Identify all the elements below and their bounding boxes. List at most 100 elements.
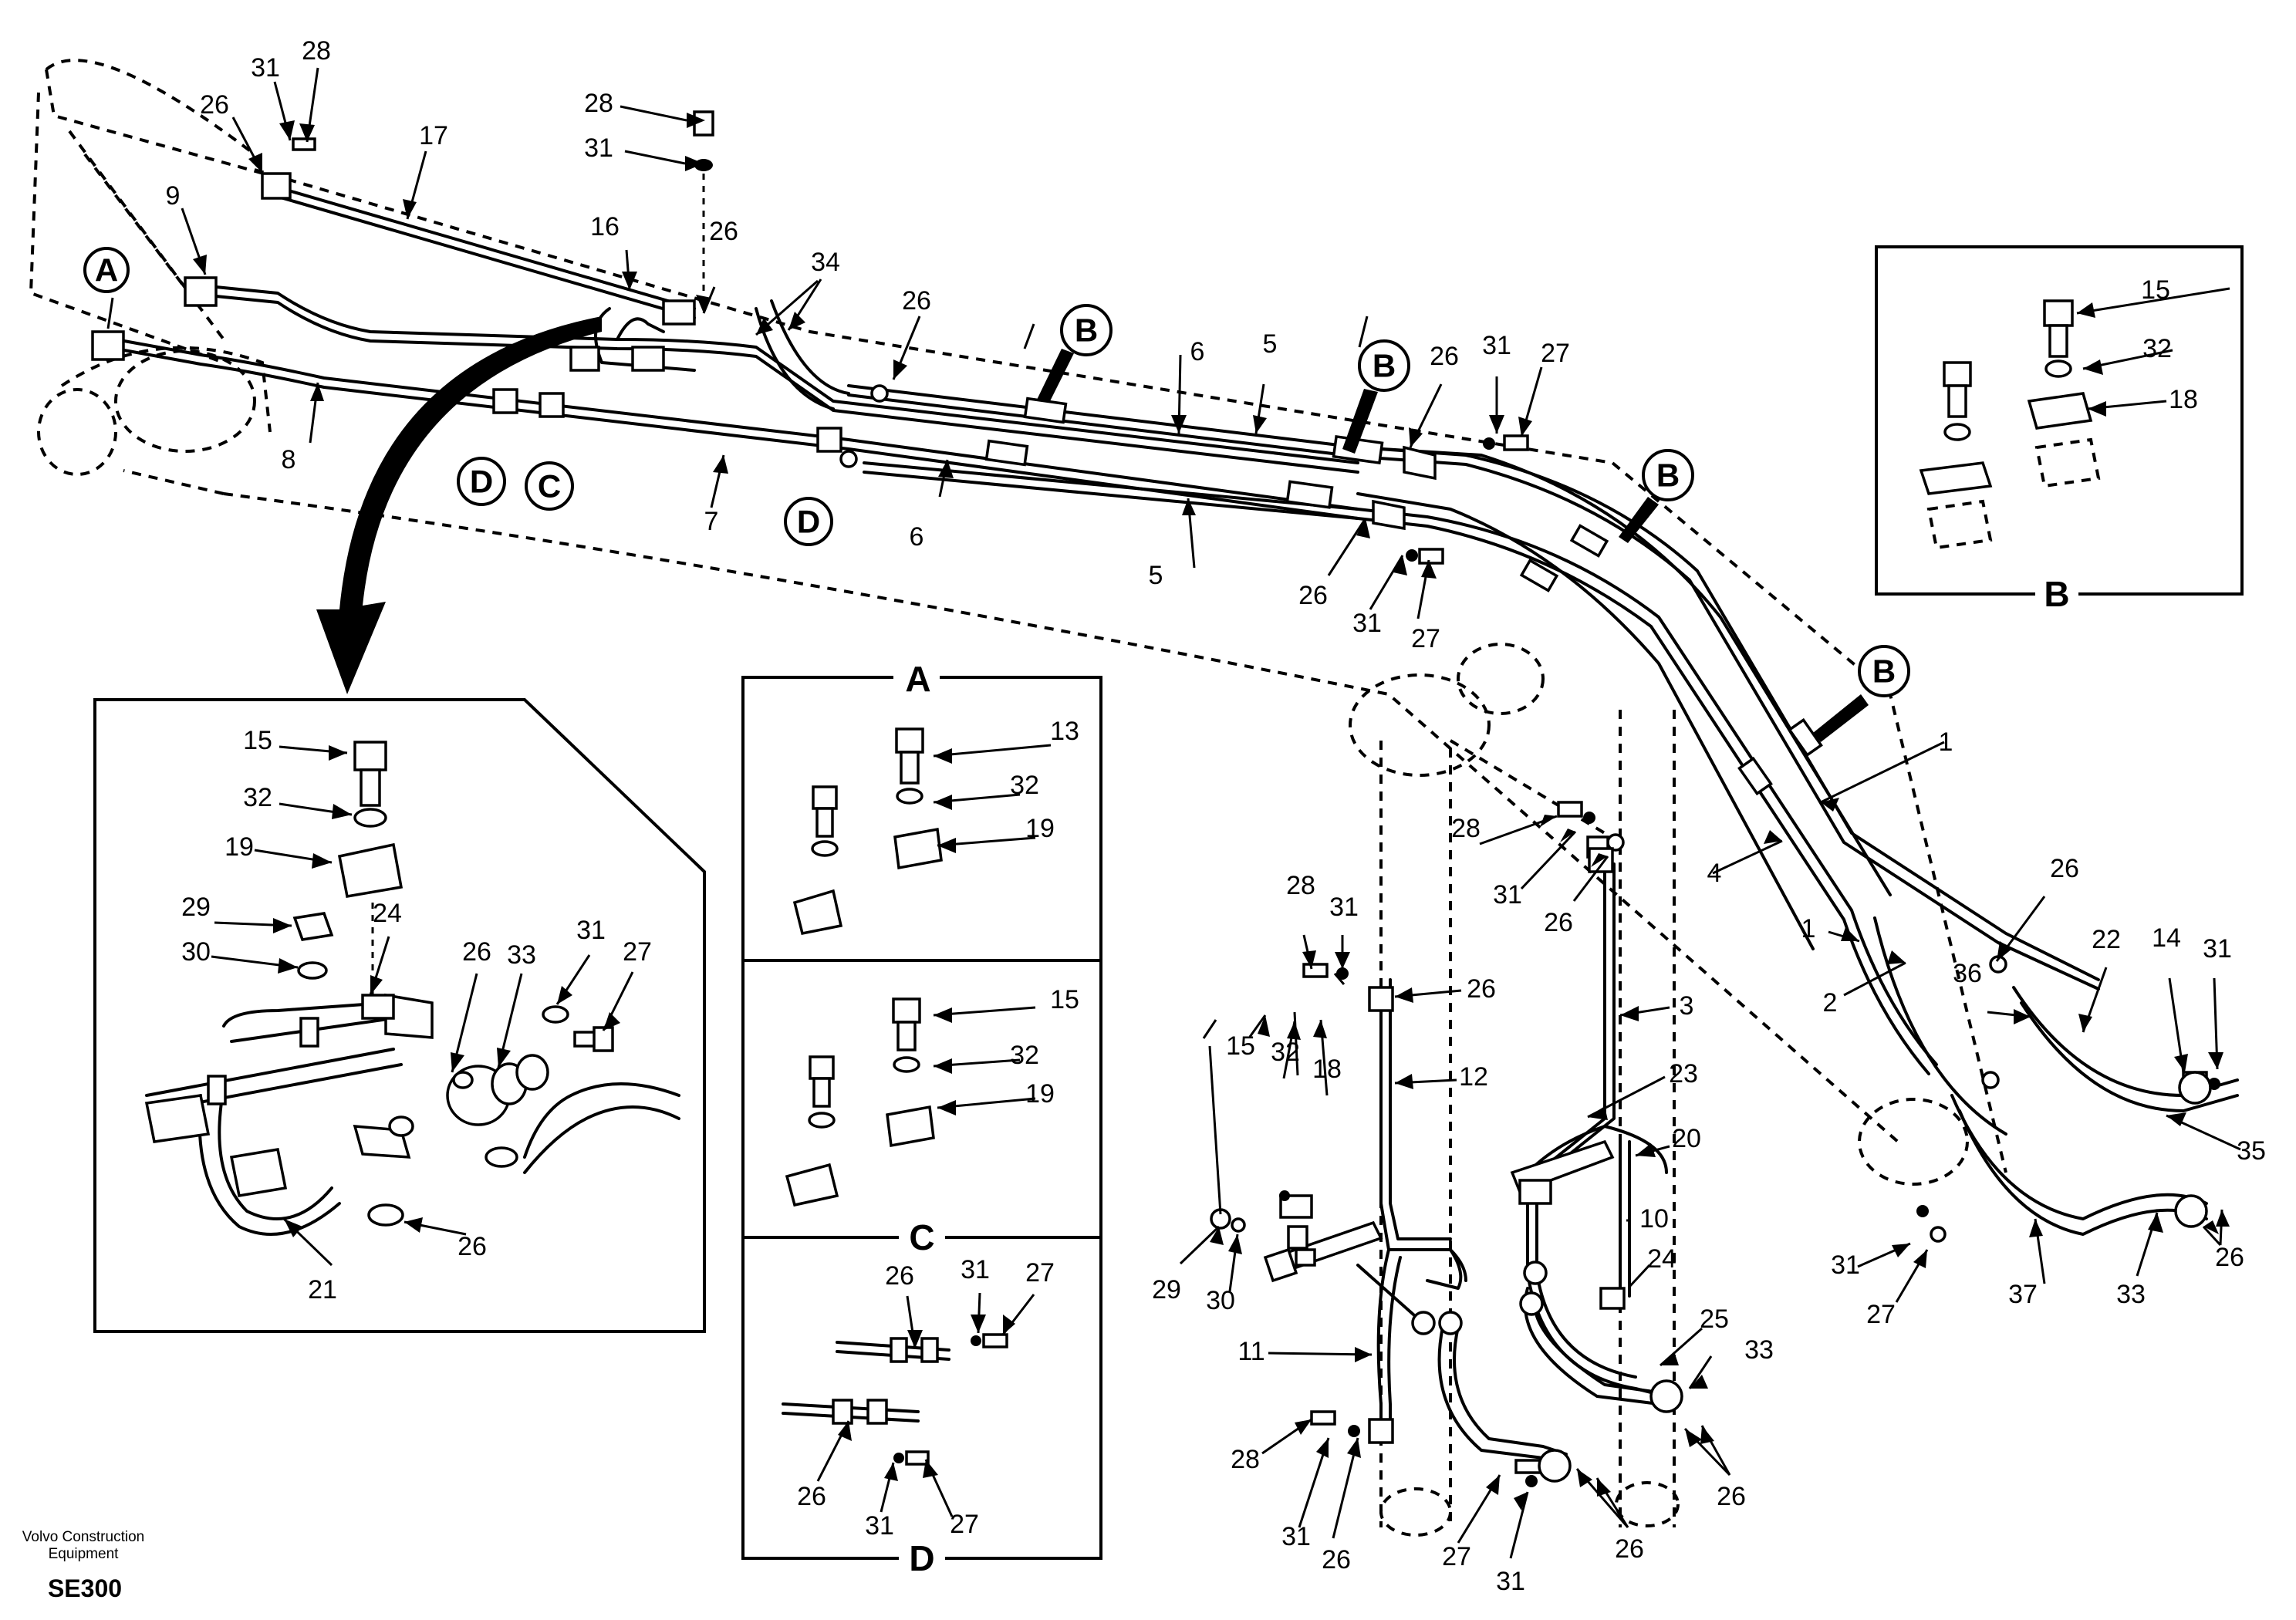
position-tags: A B B B B D C D: [83, 247, 1910, 697]
company-name-line1: Volvo Construction: [22, 1529, 144, 1545]
part-number: 16: [590, 212, 620, 241]
part-number: 26: [1430, 342, 1459, 371]
part-number: 14: [2152, 923, 2181, 953]
part-number: 31: [1493, 880, 1522, 910]
part-number: 33: [2116, 1280, 2146, 1309]
part-number: 31: [576, 916, 606, 945]
part-number: 27: [1411, 624, 1440, 653]
part-number: 37: [2008, 1280, 2038, 1309]
part-number: 31: [961, 1255, 990, 1284]
part-number: 26: [2050, 854, 2079, 883]
part-number: 9: [166, 181, 181, 211]
part-number: 31: [865, 1511, 894, 1541]
part-number: 15: [1226, 1031, 1255, 1061]
part-number: 33: [507, 940, 536, 970]
part-number-labels: 28 31 26 17 9 28 31 16 26 34 26 8 7 6 5 …: [166, 36, 2266, 1596]
tag-b-1: B: [1060, 304, 1113, 356]
part-number: 22: [2092, 925, 2121, 954]
part-number: 31: [1831, 1250, 1860, 1280]
part-number: 26: [1717, 1482, 1746, 1511]
leader-arrowheads: [193, 113, 2230, 1510]
part-number: 35: [2237, 1136, 2266, 1166]
tag-b-4: B: [1858, 645, 1910, 697]
part-number: 29: [1152, 1275, 1181, 1304]
part-number: 21: [308, 1275, 337, 1304]
footer: Volvo Construction Equipment SE300: [22, 1529, 144, 1602]
part-number: 32: [2142, 334, 2172, 363]
main-pipes: [114, 184, 2239, 1236]
part-number: 32: [1271, 1038, 1300, 1067]
part-number: 27: [1866, 1300, 1896, 1329]
part-number: 24: [373, 899, 402, 928]
part-number: 24: [1647, 1244, 1676, 1274]
part-number: 31: [1482, 331, 1511, 360]
part-number: 15: [1050, 985, 1079, 1014]
part-number: 27: [1025, 1258, 1055, 1288]
part-number: 31: [584, 133, 613, 163]
part-number: 31: [1281, 1522, 1311, 1551]
part-number: 18: [1312, 1055, 1342, 1084]
part-number: 19: [1025, 1079, 1055, 1109]
part-number: 26: [1544, 908, 1573, 937]
leader-lines: [106, 67, 2241, 1559]
section-label-b: B: [2044, 574, 2069, 614]
part-number: 26: [200, 90, 229, 120]
part-number: 26: [797, 1482, 826, 1511]
part-number: 1: [1939, 727, 1953, 757]
part-number: 3: [1680, 991, 1694, 1021]
part-number: 11: [1237, 1337, 1264, 1366]
part-number: 32: [1010, 771, 1039, 800]
part-number: 26: [709, 217, 738, 246]
svg-text:B: B: [1656, 457, 1680, 494]
part-number: 26: [885, 1261, 914, 1291]
section-label-d: D: [909, 1538, 934, 1578]
part-number: 15: [2141, 275, 2170, 305]
part-number: 25: [1700, 1304, 1729, 1334]
part-number: 26: [462, 937, 491, 967]
part-number: 5: [1149, 561, 1163, 590]
tag-d-2: D: [784, 497, 833, 546]
part-number: 27: [623, 937, 652, 967]
part-number: 27: [1442, 1542, 1471, 1571]
part-number: 7: [704, 507, 719, 536]
part-number: 32: [1010, 1041, 1039, 1070]
part-number: 31: [1352, 609, 1382, 638]
part-number: 34: [811, 248, 840, 277]
part-number: 31: [1496, 1567, 1525, 1596]
part-number: 26: [1322, 1545, 1351, 1574]
part-number: 26: [1298, 581, 1328, 610]
svg-text:A: A: [95, 252, 118, 289]
svg-text:B: B: [1373, 348, 1396, 384]
tag-c-1: C: [525, 461, 574, 511]
tag-a-main: A: [83, 247, 130, 293]
cylinder-pipes: [1210, 847, 2212, 1487]
part-number: 28: [302, 36, 331, 66]
part-number: 13: [1050, 717, 1079, 746]
part-number: 28: [1286, 871, 1315, 900]
part-number: 8: [282, 445, 296, 474]
part-number: 15: [243, 726, 272, 755]
part-number: 19: [225, 832, 254, 862]
part-number: 2: [1823, 988, 1838, 1018]
part-number: 30: [181, 937, 211, 967]
svg-text:B: B: [1075, 312, 1098, 349]
part-number: 31: [1329, 893, 1359, 922]
part-number: 26: [902, 286, 931, 316]
section-b-box: [1875, 245, 2244, 609]
part-number: 4: [1707, 859, 1722, 888]
part-number: 32: [243, 783, 272, 812]
section-label-a: A: [905, 659, 930, 699]
part-number: 29: [181, 893, 211, 922]
part-number: 17: [419, 121, 448, 150]
part-number: 28: [584, 89, 613, 118]
boom-clamps: [91, 172, 2007, 1089]
tag-b-2: B: [1358, 339, 1410, 392]
part-number: 5: [1263, 329, 1278, 359]
part-number: 6: [1190, 337, 1205, 366]
section-acd-box: [741, 662, 1102, 1574]
tag-b-3: B: [1642, 449, 1694, 501]
part-number: 31: [251, 53, 280, 83]
model-designation: SE300: [48, 1574, 122, 1602]
part-number: 19: [1025, 814, 1055, 843]
